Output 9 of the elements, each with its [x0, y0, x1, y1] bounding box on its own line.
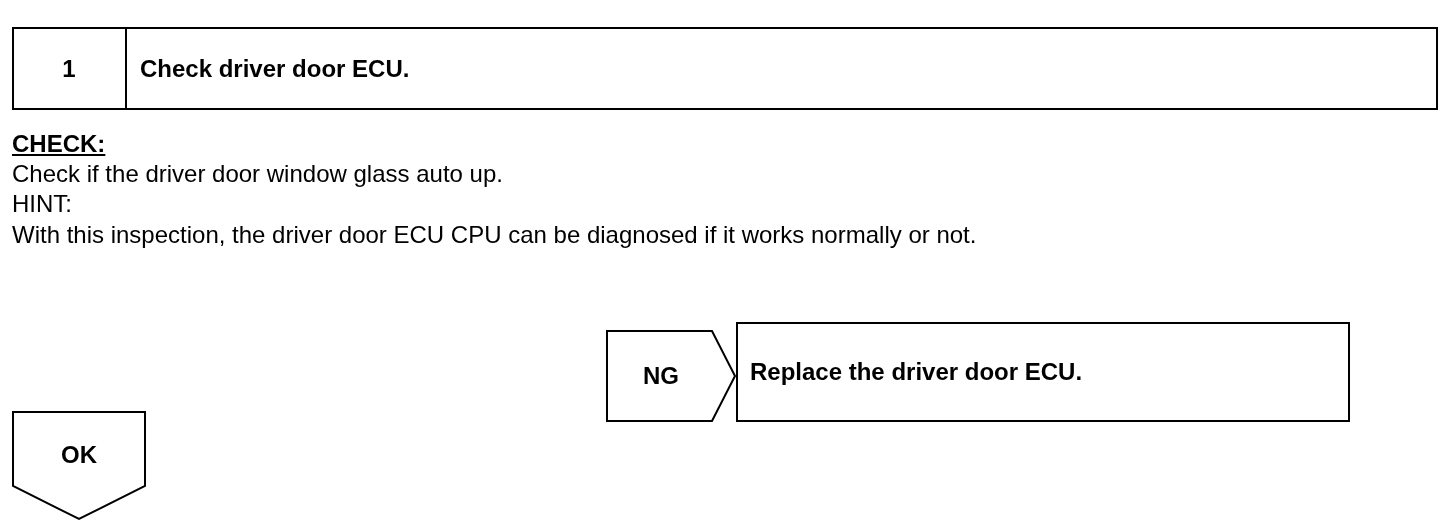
hint-heading: HINT:: [12, 190, 72, 218]
check-instruction: Check if the driver door window glass auto up.: [12, 160, 503, 188]
result-label: OK: [60, 441, 98, 469]
section-heading: CHECK:: [12, 130, 106, 158]
action-text: Replace the driver door ECU.: [750, 358, 1083, 386]
hint-text: With this inspection, the driver door ECU CPU can be diagnosed if it works normally or not.: [12, 221, 977, 249]
result-label: NG: [642, 362, 680, 390]
step-title: Check driver door ECU.: [140, 54, 410, 83]
step-number: 1: [61, 54, 77, 83]
